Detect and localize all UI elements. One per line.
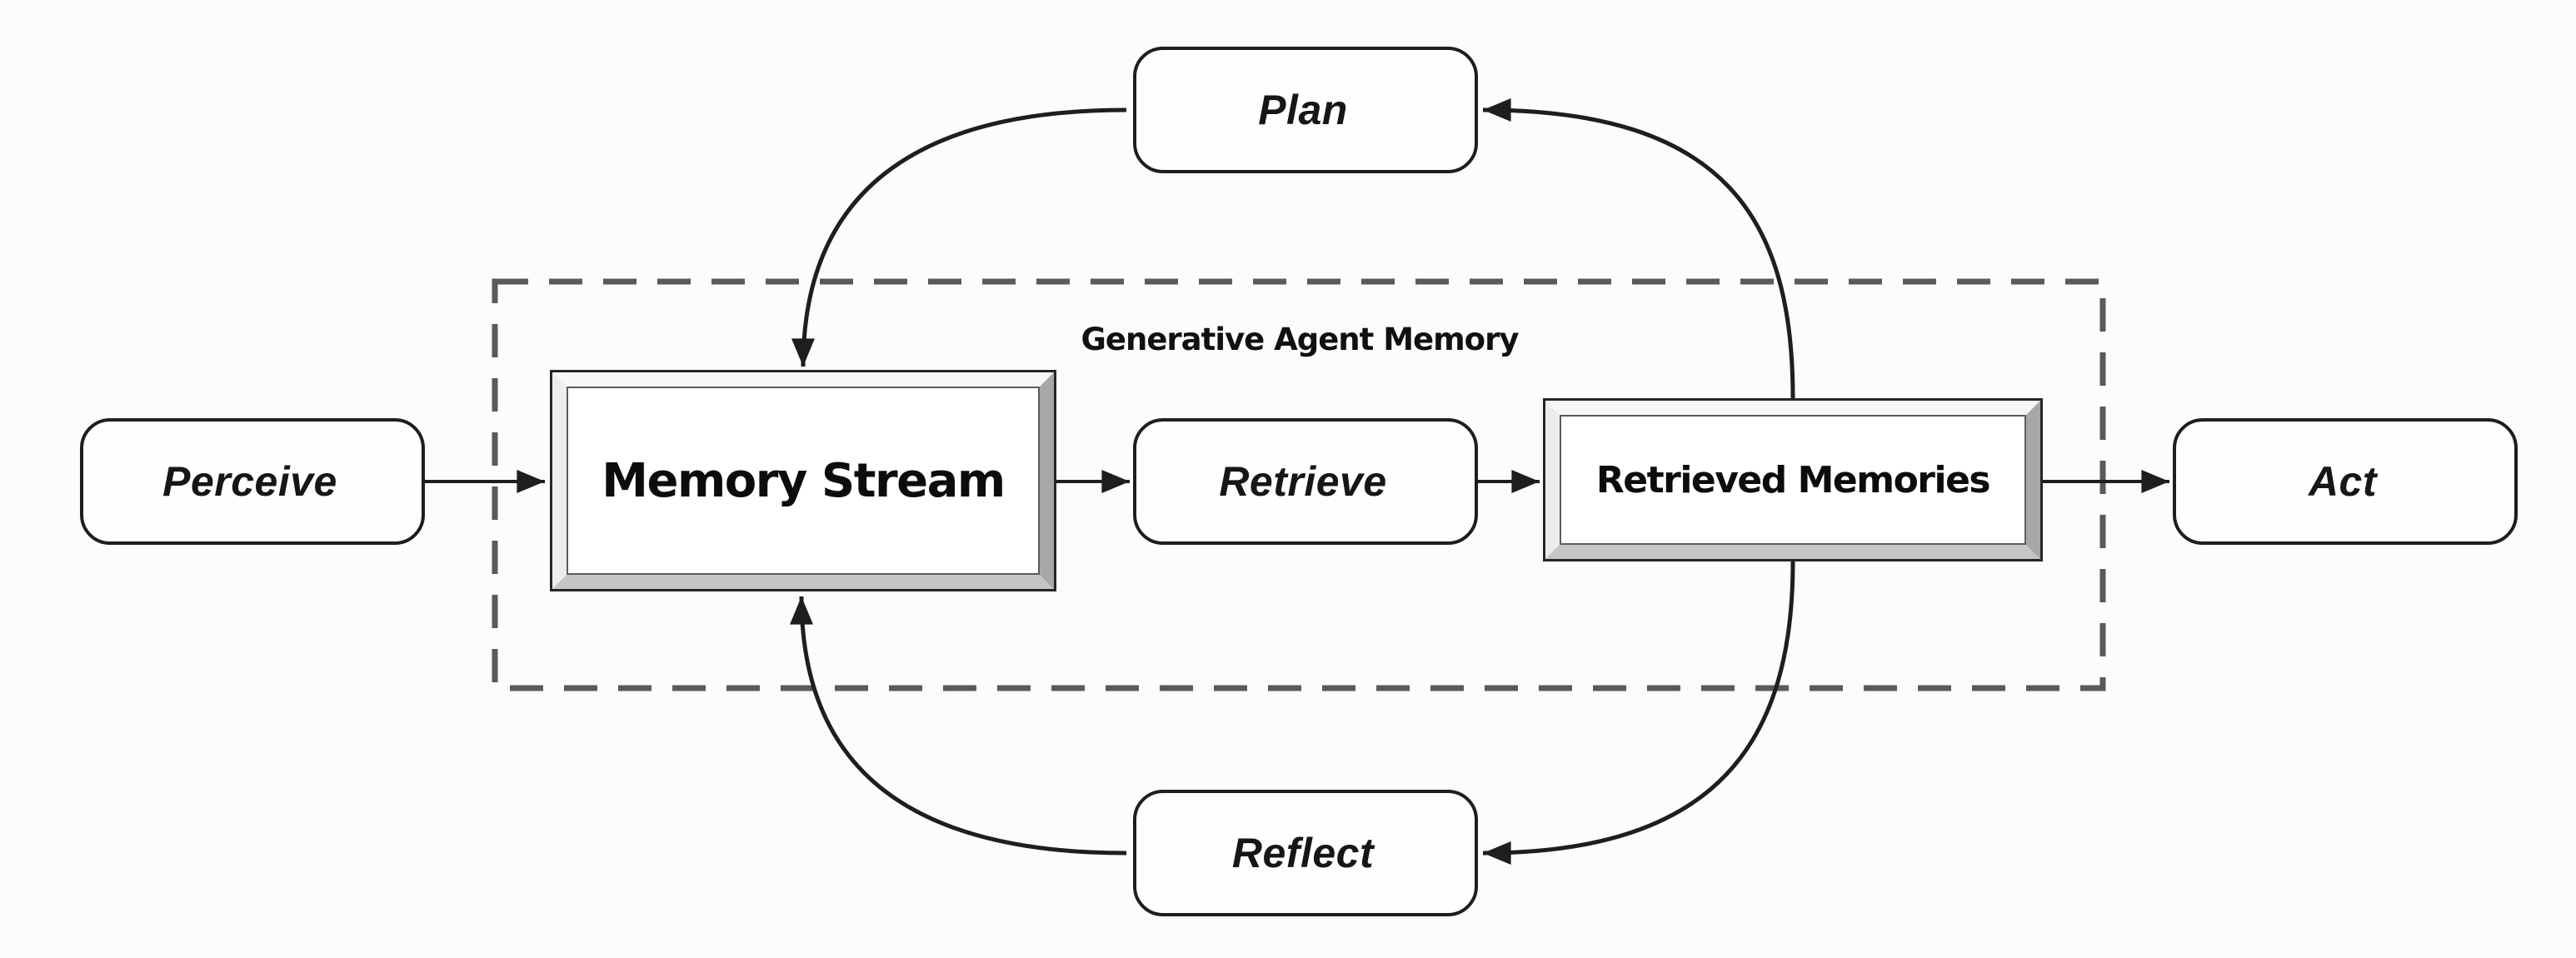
arrow-plan-to-memory-stream bbox=[791, 107, 1127, 367]
node-reflect: Reflect bbox=[1133, 790, 1478, 916]
node-perceive: Perceive bbox=[80, 418, 425, 545]
zone-title-generative-agent-memory: Generative Agent Memory bbox=[1081, 322, 1520, 357]
node-perceive-label: Perceive bbox=[162, 458, 337, 505]
arrow-retrieved-memories-to-plan bbox=[1482, 98, 1795, 399]
retrieved-memories-bevel-frame: Retrieved Memories bbox=[1545, 401, 2040, 559]
node-retrieve-label: Retrieve bbox=[1219, 458, 1387, 505]
node-act: Act bbox=[2173, 418, 2518, 545]
arrow-retrieved-memories-to-reflect bbox=[1482, 561, 1795, 865]
node-plan: Plan bbox=[1133, 47, 1478, 173]
node-retrieved-memories: Retrieved Memories bbox=[1543, 398, 2043, 561]
arrow-reflect-to-memory-stream bbox=[790, 596, 1127, 856]
memory-stream-bevel-frame: Memory Stream bbox=[552, 372, 1054, 589]
node-retrieved-memories-label: Retrieved Memories bbox=[1595, 458, 1991, 501]
node-memory-stream-label: Memory Stream bbox=[602, 453, 1006, 508]
node-act-label: Act bbox=[2308, 458, 2378, 505]
generative-agent-memory-dashed-border bbox=[492, 278, 2106, 691]
node-memory-stream: Memory Stream bbox=[550, 370, 1056, 591]
node-retrieve: Retrieve bbox=[1133, 418, 1478, 545]
node-plan-label: Plan bbox=[1258, 87, 1348, 133]
node-reflect-label: Reflect bbox=[1231, 830, 1375, 876]
